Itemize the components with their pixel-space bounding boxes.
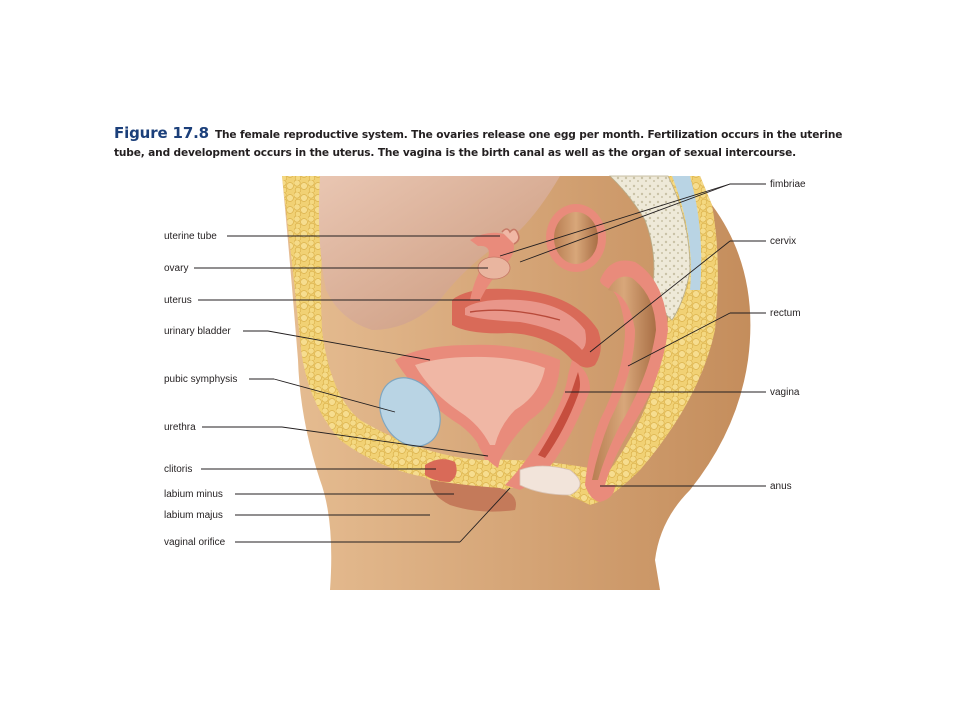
label-labium-minus: labium minus [164, 489, 223, 500]
label-fimbriae: fimbriae [770, 179, 806, 190]
label-anus: anus [770, 481, 792, 492]
abdominal-cavity [318, 176, 560, 330]
label-rectum: rectum [770, 308, 801, 319]
label-ovary: ovary [164, 263, 188, 274]
vertebral-blue-band [672, 176, 702, 290]
label-urinary-bladder: urinary bladder [164, 326, 231, 337]
leader-lines-left [194, 235, 511, 543]
label-pubic-symphysis: pubic symphysis [164, 374, 237, 385]
label-clitoris: clitoris [164, 464, 192, 475]
label-uterus: uterus [164, 295, 192, 306]
leader-lines-right [499, 183, 766, 487]
vagina-shape [505, 360, 590, 490]
bladder-shape [395, 344, 560, 460]
label-vagina: vagina [770, 387, 800, 398]
caption-text: The female reproductive system. The ovar… [114, 129, 843, 159]
pubic-bone [379, 377, 441, 447]
label-uterine-tube: uterine tube [164, 231, 217, 242]
label-cervix: cervix [770, 236, 796, 247]
rectum-loops [546, 204, 668, 502]
external-genitalia [425, 459, 581, 512]
urethra-shape [478, 440, 500, 468]
uterus-shape [452, 288, 601, 368]
label-labium-majus: labium majus [164, 510, 223, 521]
figure-number: Figure 17.8 [114, 124, 209, 142]
label-urethra: urethra [164, 422, 196, 433]
label-vaginal-orifice: vaginal orifice [164, 537, 226, 548]
